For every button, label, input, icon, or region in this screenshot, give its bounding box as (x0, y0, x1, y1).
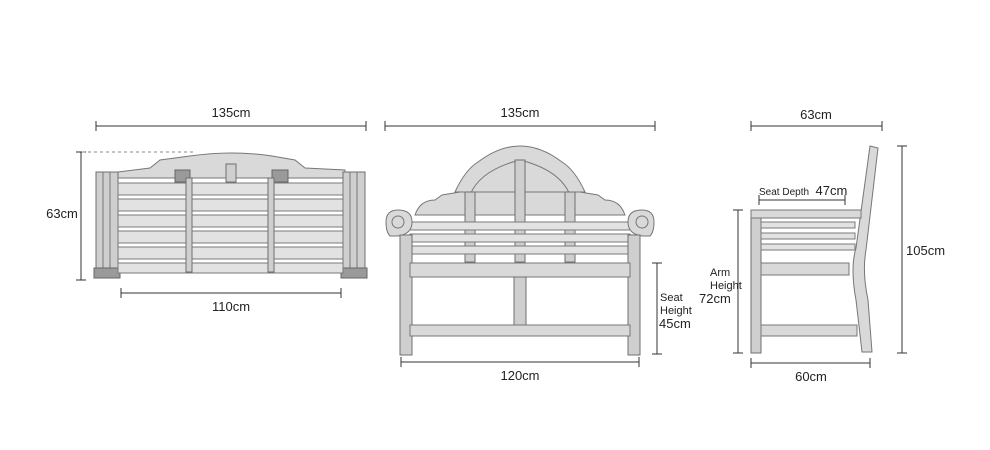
side-view: 63cm Seat Depth 47cm Arm (699, 107, 945, 384)
front-view-back-slats (409, 221, 631, 255)
side-view-stretcher (760, 324, 858, 337)
top-view-width-label: 135cm (211, 105, 250, 120)
top-view-bottom-width-label: 110cm (212, 299, 250, 314)
front-view-bottom-width-label: 120cm (500, 368, 539, 383)
side-view-bottom-depth-label: 60cm (795, 369, 827, 384)
side-view-arm-height-value: 72cm (699, 291, 731, 306)
top-view-seat-slats (117, 182, 344, 274)
top-view-right-arm (342, 171, 366, 273)
side-view-seat-depth-value: 47cm (816, 183, 848, 198)
front-view-right-arm-scroll (627, 209, 655, 237)
front-view-left-leg (399, 234, 413, 356)
side-view-bottom-depth-dimension (750, 358, 871, 368)
top-view-depth-label: 63cm (46, 206, 78, 221)
side-view-arm-height-dimension (733, 209, 743, 354)
side-view-back-leg (852, 145, 879, 353)
side-view-depth-label: 63cm (800, 107, 832, 122)
top-view-width-dimension (95, 121, 367, 131)
front-view-seat-rail (409, 262, 631, 278)
front-view-stretcher (409, 324, 631, 337)
side-view-height-label: 105cm (906, 243, 945, 258)
side-view-arm (750, 209, 862, 219)
side-view-arm-height-label-2: Height (710, 280, 742, 292)
front-view: 135cm (384, 105, 692, 383)
top-view-left-arm (95, 171, 119, 273)
top-view-bottom-width-dimension (120, 288, 342, 298)
front-view-seat-height-value: 45cm (659, 316, 691, 331)
top-view: 135cm 63cm (46, 105, 368, 314)
front-view-seat-height-dimension (652, 262, 662, 355)
front-view-right-leg (627, 234, 641, 356)
side-view-height-dimension (897, 145, 907, 354)
side-view-depth-dimension (750, 121, 883, 131)
front-view-width-label: 135cm (500, 105, 539, 120)
front-view-seat-height-label-1: Seat (660, 292, 683, 304)
front-view-width-dimension (384, 121, 656, 131)
front-view-seat-height-label-2: Height (660, 305, 692, 317)
front-view-bottom-width-dimension (400, 357, 640, 367)
side-view-seat-depth-dimension (758, 195, 846, 205)
side-view-seat-depth-text: Seat Depth 47cm (759, 182, 847, 199)
side-view-seat-rail (760, 262, 850, 276)
front-view-left-arm-scroll (385, 209, 413, 237)
side-view-seat-depth-label: Seat Depth (759, 187, 809, 198)
side-view-front-leg (750, 209, 762, 354)
side-view-arm-height-label-1: Arm (710, 267, 730, 279)
